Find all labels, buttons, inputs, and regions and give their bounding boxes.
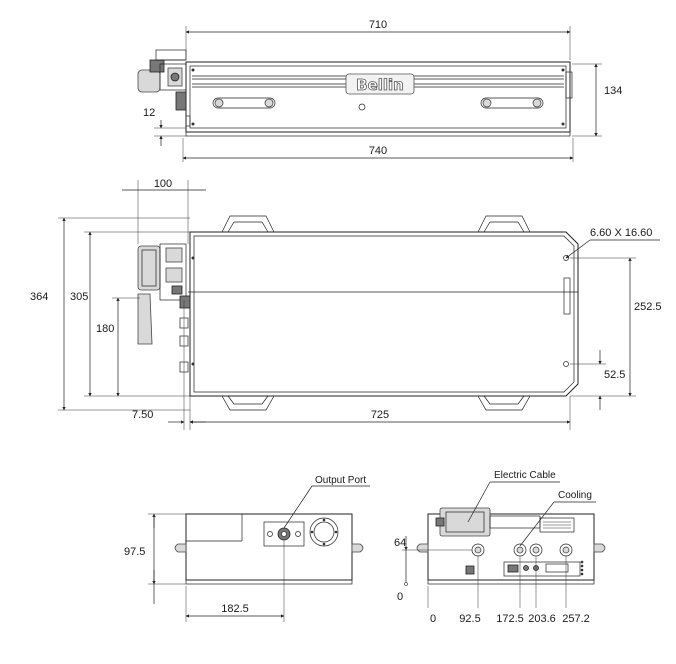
dim-740: 740 — [369, 145, 387, 157]
dim-12: 12 — [143, 107, 155, 119]
tick-203-6: 203.6 — [528, 613, 556, 625]
top-handle-right — [480, 97, 544, 109]
dim-182-5: 182.5 — [221, 603, 249, 615]
top-view-body — [185, 61, 571, 133]
top-view: Bellin — [137, 19, 622, 162]
tick-257-2: 257.2 — [562, 613, 590, 625]
logo-badge — [345, 73, 415, 95]
dim-52-5: 52.5 — [604, 369, 625, 381]
side-view: 100 364 305 180 6.60 X 16.60 252.5 52.5 — [30, 178, 662, 430]
dim-zero-left: 0 — [397, 591, 403, 603]
dim-364: 364 — [30, 291, 48, 303]
dim-252-5: 252.5 — [634, 301, 662, 313]
dim-725: 725 — [371, 409, 389, 421]
front-view: Output Port 97.5 182.5 — [124, 475, 370, 622]
dim-64: 64 — [394, 537, 406, 549]
dim-7-50: 7.50 — [132, 409, 153, 421]
tick-0: 0 — [430, 613, 436, 625]
brand-logo-text: Bellin — [356, 76, 404, 94]
side-left-connector — [137, 243, 191, 373]
side-view-body — [189, 231, 579, 397]
dim-hole: 6.60 X 16.60 — [590, 227, 652, 239]
dim-97-5: 97.5 — [124, 546, 145, 558]
label-output-port: Output Port — [315, 475, 366, 486]
label-cooling: Cooling — [558, 490, 592, 501]
dim-134: 134 — [604, 85, 622, 97]
tick-172-5: 172.5 — [496, 613, 524, 625]
label-electric-cable: Electric Cable — [494, 470, 556, 481]
dim-305: 305 — [70, 291, 88, 303]
front-view-body — [185, 513, 353, 581]
rear-view: Electric Cable Cooling 64 0 0 92.5 172.5… — [394, 470, 606, 625]
dim-710: 710 — [369, 19, 387, 31]
top-left-connector — [137, 49, 191, 127]
top-handle-left — [212, 97, 276, 109]
tick-92-5: 92.5 — [459, 613, 480, 625]
dim-100: 100 — [154, 178, 172, 190]
dim-180: 180 — [96, 323, 114, 335]
